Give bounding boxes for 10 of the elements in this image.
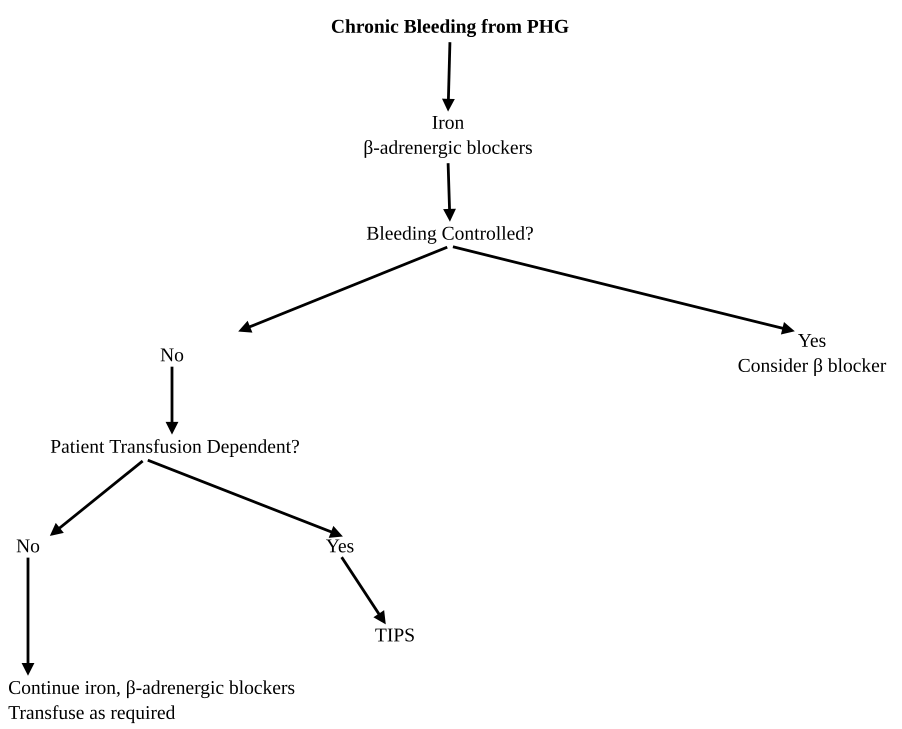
- flow-step: No: [160, 348, 184, 362]
- flow-step: Yes: [326, 540, 354, 552]
- flow-step: No: [16, 540, 40, 552]
- flow-step: Continue iron, β-adrenergic blockers Transfuse as required: [8, 680, 294, 724]
- flow-step: Patient Transfusion Dependent?: [50, 439, 299, 457]
- flow-title: Chronic Bleeding from PHG: [332, 18, 569, 37]
- flow-step: Iron β-adrenergic blockers: [364, 116, 532, 158]
- flow-step: Bleeding Controlled?: [366, 226, 533, 244]
- flow-step: Yes Consider β blocker: [738, 334, 886, 376]
- flow-step: TIPS: [375, 628, 414, 642]
